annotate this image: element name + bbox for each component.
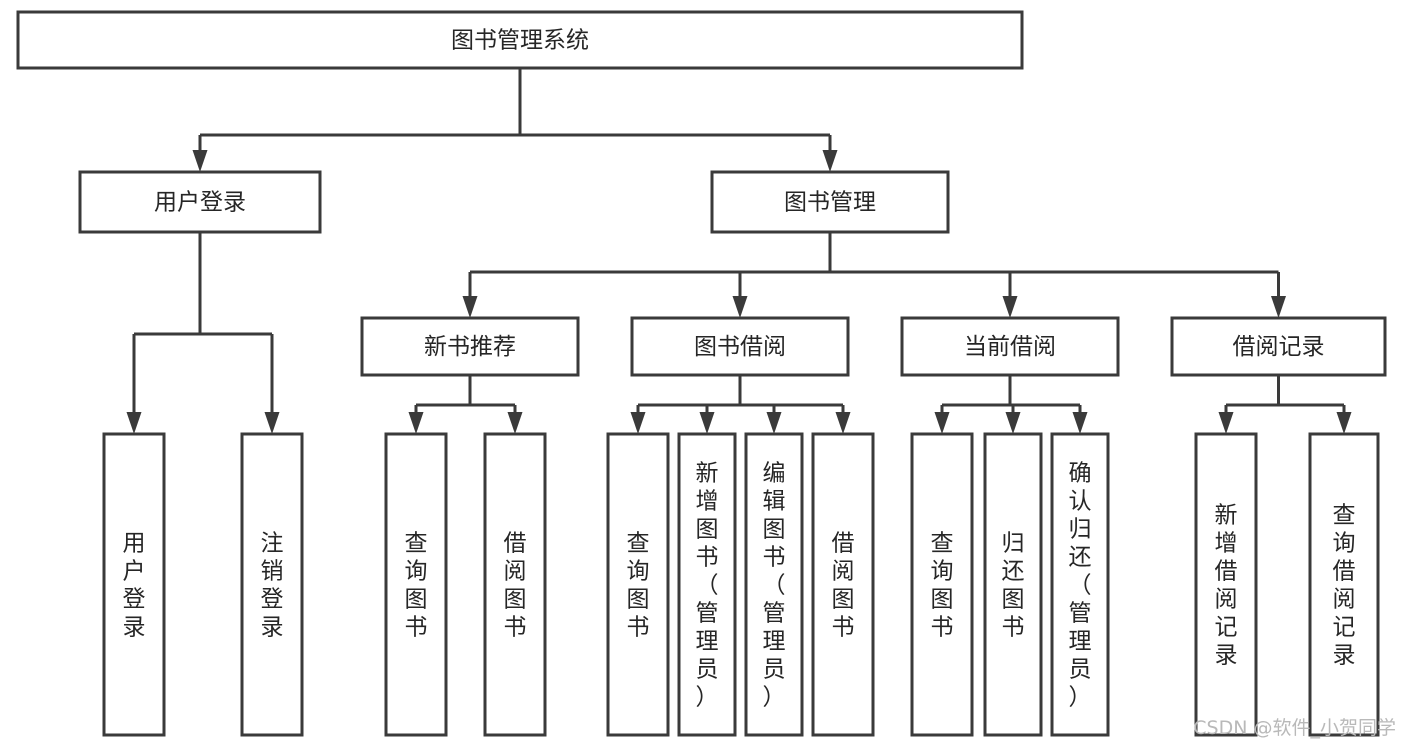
node-leaf-user-logout[interactable]: 注销登录: [240, 432, 304, 737]
node-leaf-cur-query-book[interactable]: 查询图书: [910, 432, 974, 737]
node-label-leaf-cur-confirm-return: 确认归还（管理员）: [1069, 460, 1092, 710]
node-label-leaf-cur-return-book: 归还图书: [1002, 530, 1025, 640]
node-box-leaf-rec-query-record[interactable]: [1308, 432, 1380, 737]
node-box-leaf-rec-borrow-book[interactable]: [483, 432, 547, 737]
node-box-new-book-rec[interactable]: [360, 316, 580, 377]
watermark-label: CSDN @软件_小贺同学: [1193, 717, 1396, 739]
connector-group-root: [192, 68, 838, 172]
node-label-borrow-record: 借阅记录: [1233, 334, 1325, 360]
node-current-borrow[interactable]: 当前借阅: [900, 316, 1120, 377]
node-root[interactable]: 图书管理系统: [16, 10, 1024, 70]
node-box-root[interactable]: [16, 10, 1024, 70]
node-new-book-rec[interactable]: 新书推荐: [360, 316, 580, 377]
node-box-user-login[interactable]: [78, 170, 322, 234]
node-box-leaf-user-logout[interactable]: [240, 432, 304, 737]
node-label-new-book-rec: 新书推荐: [424, 334, 516, 360]
node-label-leaf-rec-query-record: 查询借阅记录: [1333, 502, 1356, 668]
node-label-leaf-user-login: 用户登录: [123, 530, 146, 640]
node-box-borrow-record[interactable]: [1170, 316, 1387, 377]
node-label-user-login: 用户登录: [154, 190, 246, 216]
node-box-leaf-rec-add-record[interactable]: [1194, 432, 1258, 737]
connector-group-borrow-record: [1218, 375, 1352, 434]
connector-group-book-borrow: [630, 375, 851, 434]
node-label-leaf-borrow-add-book: 新增图书（管理员）: [696, 460, 719, 710]
node-book-borrow[interactable]: 图书借阅: [630, 316, 850, 377]
node-label-leaf-rec-borrow-book: 借阅图书: [504, 530, 527, 640]
node-leaf-cur-confirm-return[interactable]: 确认归还（管理员）: [1050, 432, 1110, 737]
node-leaf-borrow-add-book[interactable]: 新增图书（管理员）: [677, 432, 737, 737]
node-leaf-rec-add-record[interactable]: 新增借阅记录: [1194, 432, 1258, 737]
node-label-current-borrow: 当前借阅: [964, 334, 1056, 360]
node-leaf-user-login[interactable]: 用户登录: [102, 432, 166, 737]
node-label-leaf-cur-query-book: 查询图书: [931, 530, 954, 640]
node-label-leaf-rec-add-record: 新增借阅记录: [1215, 502, 1238, 668]
node-box-leaf-cur-query-book[interactable]: [910, 432, 974, 737]
connector-group-current-borrow: [934, 375, 1088, 434]
node-box-leaf-cur-return-book[interactable]: [983, 432, 1043, 737]
node-leaf-borrow-edit-book[interactable]: 编辑图书（管理员）: [744, 432, 804, 737]
node-label-root: 图书管理系统: [451, 28, 589, 54]
node-label-leaf-borrow-query-book: 查询图书: [627, 530, 650, 640]
node-label-leaf-user-logout: 注销登录: [261, 530, 284, 640]
connector-group-book-manage: [462, 232, 1286, 318]
node-box-leaf-borrow-add-book[interactable]: [677, 432, 737, 737]
node-user-login[interactable]: 用户登录: [78, 170, 322, 234]
connector-layer: [126, 68, 1352, 434]
node-label-leaf-borrow-borrow-book: 借阅图书: [832, 530, 855, 640]
node-box-leaf-cur-confirm-return[interactable]: [1050, 432, 1110, 737]
node-leaf-rec-query-record[interactable]: 查询借阅记录: [1308, 432, 1380, 737]
node-leaf-cur-return-book[interactable]: 归还图书: [983, 432, 1043, 737]
node-box-current-borrow[interactable]: [900, 316, 1120, 377]
node-book-manage[interactable]: 图书管理: [710, 170, 950, 234]
node-label-book-manage: 图书管理: [784, 190, 876, 216]
node-box-leaf-borrow-query-book[interactable]: [606, 432, 670, 737]
node-leaf-rec-borrow-book[interactable]: 借阅图书: [483, 432, 547, 737]
node-layer: 图书管理系统用户登录图书管理新书推荐图书借阅当前借阅借阅记录用户登录注销登录查询…: [16, 10, 1387, 737]
connector-group-new-book-rec: [408, 375, 523, 434]
node-leaf-rec-query-book[interactable]: 查询图书: [384, 432, 448, 737]
node-box-book-manage[interactable]: [710, 170, 950, 234]
node-box-leaf-borrow-borrow-book[interactable]: [811, 432, 875, 737]
node-leaf-borrow-query-book[interactable]: 查询图书: [606, 432, 670, 737]
node-label-book-borrow: 图书借阅: [694, 334, 786, 360]
node-box-book-borrow[interactable]: [630, 316, 850, 377]
node-box-leaf-borrow-edit-book[interactable]: [744, 432, 804, 737]
node-label-leaf-rec-query-book: 查询图书: [405, 530, 428, 640]
node-label-leaf-borrow-edit-book: 编辑图书（管理员）: [763, 460, 786, 710]
node-leaf-borrow-borrow-book[interactable]: 借阅图书: [811, 432, 875, 737]
connector-group-user-login: [126, 232, 280, 434]
node-box-leaf-user-login[interactable]: [102, 432, 166, 737]
node-box-leaf-rec-query-book[interactable]: [384, 432, 448, 737]
node-borrow-record[interactable]: 借阅记录: [1170, 316, 1387, 377]
